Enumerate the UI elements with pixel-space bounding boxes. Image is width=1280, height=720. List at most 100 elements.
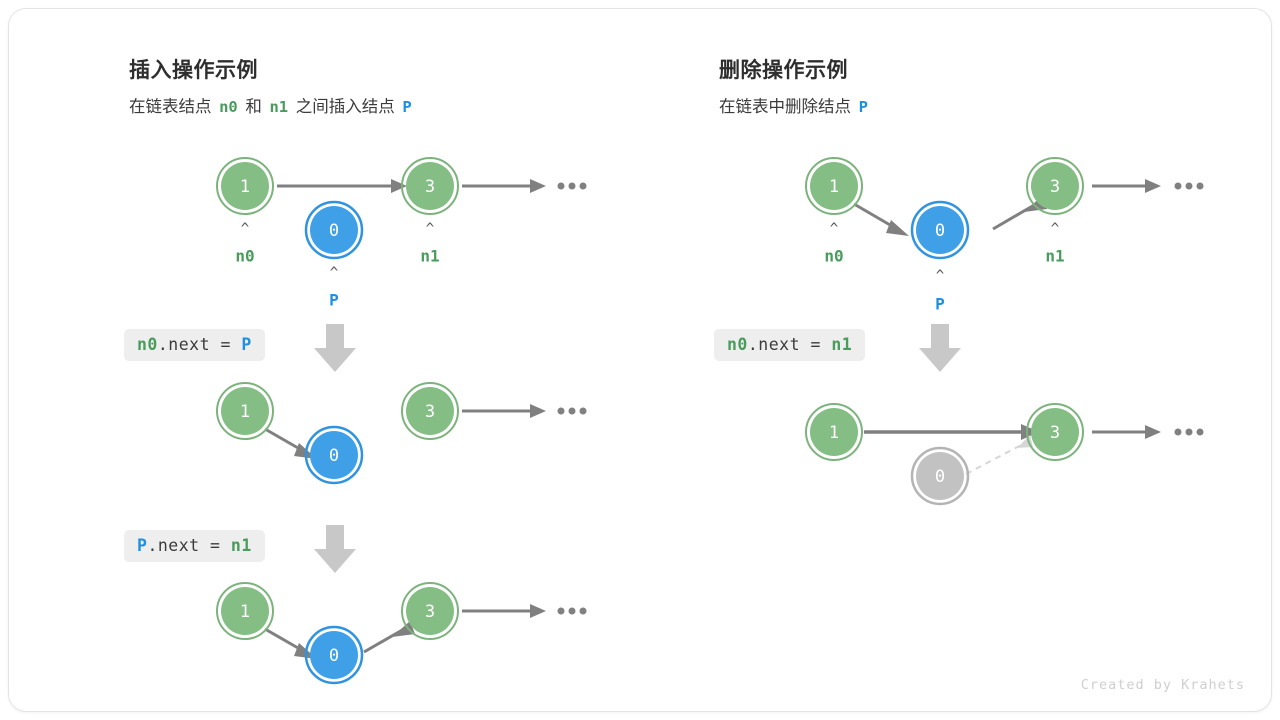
link-n1-tail (462, 604, 546, 618)
node-n1[interactable]: 3 (401, 582, 459, 640)
ellipsis-dot (579, 407, 587, 415)
node-value: 0 (329, 446, 339, 466)
link-p-n1 (363, 621, 415, 654)
subtitle-text-1: 和 (245, 98, 262, 116)
diagram-card: 插入操作示例 在链表结点 n0 和 n1 之间插入结点 P (8, 8, 1272, 712)
link-n1-tail (1092, 179, 1161, 193)
node-p[interactable]: 0 (304, 625, 364, 685)
subtitle-ref-p: P (402, 98, 412, 116)
code-token-n0: n0 (727, 335, 748, 354)
node-value: 1 (240, 402, 250, 422)
node-value: 3 (1050, 177, 1060, 197)
node-value: 1 (829, 423, 839, 443)
insert-row-1-diagram: 1 ^ n0 0 ^ P 3 ^ n1 (216, 157, 587, 310)
pointer-label-p: P (329, 291, 339, 310)
code-token-next: .next = (747, 335, 832, 354)
pointer-caret-icon: ^ (241, 221, 249, 237)
code-step-1-delete: n0.next = n1 (714, 329, 866, 361)
subtitle-text-0: 在链表中删除结点 (719, 98, 851, 116)
link-n1-tail (1092, 425, 1161, 439)
subtitle-text-0: 在链表结点 (129, 98, 212, 116)
ellipsis-dot (1174, 428, 1182, 436)
down-arrow-icon-2 (314, 525, 356, 573)
panel-insert-title: 插入操作示例 (129, 59, 258, 82)
link-p-n1-dashed (965, 435, 1033, 475)
ellipsis-dot (579, 607, 587, 615)
credit-text: Created by Krahets (1080, 677, 1245, 693)
pointer-caret-icon: ^ (330, 265, 338, 281)
pointer-label-n1: n1 (1045, 247, 1064, 266)
code-token-n1: n1 (230, 536, 252, 555)
node-p[interactable]: 0 (910, 200, 970, 260)
node-n0[interactable]: 1 (216, 382, 274, 440)
ellipsis-dot (557, 607, 565, 615)
node-n0[interactable]: 1 (216, 582, 274, 640)
node-n1[interactable]: 3 (1026, 157, 1084, 215)
ellipsis-dot (1185, 182, 1193, 190)
node-p[interactable]: 0 (304, 200, 364, 260)
pointer-caret-icon: ^ (426, 221, 434, 237)
subtitle-ref-p: P (858, 98, 868, 116)
link-n1-tail (462, 179, 546, 193)
node-value: 3 (425, 602, 435, 622)
code-step-2-insert: P.next = n1 (124, 530, 265, 562)
node-n1[interactable]: 3 (401, 382, 459, 440)
node-p-deleted[interactable]: 0 (910, 446, 970, 506)
link-n0-n1 (864, 424, 1039, 440)
node-value: 0 (935, 221, 945, 241)
node-value: 3 (425, 402, 435, 422)
ellipsis-dot (1174, 182, 1182, 190)
link-n1-tail (462, 404, 546, 418)
panel-insert-subtitle: 在链表结点 n0 和 n1 之间插入结点 P (129, 93, 415, 117)
node-value: 1 (240, 602, 250, 622)
node-value: 0 (329, 221, 339, 241)
pointer-label-p: P (935, 295, 945, 314)
ellipsis-dot (568, 182, 576, 190)
ellipsis-dot (557, 407, 565, 415)
pointer-label-n0: n0 (824, 247, 843, 266)
code-token-p: P (241, 335, 252, 354)
down-arrow-icon-1 (314, 324, 356, 372)
pointer-caret-icon: ^ (1051, 221, 1059, 237)
ellipsis-dot (1185, 428, 1193, 436)
panel-delete-title: 删除操作示例 (719, 59, 848, 82)
subtitle-ref-n0: n0 (219, 98, 238, 116)
subtitle-text-2: 之间插入结点 (295, 98, 395, 116)
insert-row-2-diagram: 1 0 3 (216, 382, 587, 485)
down-arrow-icon-3 (919, 324, 961, 372)
delete-row-1-diagram: 1 ^ n0 0 ^ P 3 ^ n1 (805, 157, 1204, 314)
ellipsis-dot (1196, 428, 1204, 436)
node-value: 0 (329, 646, 339, 666)
node-p[interactable]: 0 (304, 425, 364, 485)
ellipsis-dot (557, 182, 565, 190)
panel-delete-subtitle: 在链表中删除结点 P (719, 93, 871, 117)
insert-row-3-diagram: 1 0 3 (216, 582, 587, 685)
link-n0-p (853, 202, 909, 236)
link-n0-n1 (277, 179, 407, 193)
node-value: 1 (829, 177, 839, 197)
code-token-next: .next = (157, 335, 242, 354)
node-value: 0 (935, 467, 945, 487)
ellipsis-dot (568, 407, 576, 415)
ellipsis-dot (579, 182, 587, 190)
code-step-1-insert: n0.next = P (124, 329, 265, 361)
subtitle-ref-n1: n1 (269, 98, 289, 116)
code-token-n0: n0 (137, 335, 158, 354)
ellipsis-dot (568, 607, 576, 615)
panel-insert: 插入操作示例 在链表结点 n0 和 n1 之间插入结点 P (9, 9, 649, 711)
node-value: 3 (1050, 423, 1060, 443)
node-n0[interactable]: 1 (805, 157, 863, 215)
delete-row-2-diagram: 1 0 3 (805, 403, 1204, 506)
node-n1[interactable]: 3 (1026, 403, 1084, 461)
node-value: 3 (425, 177, 435, 197)
node-value: 1 (240, 177, 250, 197)
panel-delete: 删除操作示例 在链表中删除结点 P (649, 9, 1271, 711)
node-n0[interactable]: 1 (805, 403, 863, 461)
ellipsis-dot (1196, 182, 1204, 190)
pointer-caret-icon: ^ (936, 268, 944, 284)
pointer-label-n0: n0 (235, 247, 254, 266)
pointer-label-n1: n1 (420, 247, 439, 266)
node-n1[interactable]: 3 (401, 157, 459, 215)
node-n0[interactable]: 1 (216, 157, 274, 215)
code-token-n1: n1 (831, 335, 853, 354)
